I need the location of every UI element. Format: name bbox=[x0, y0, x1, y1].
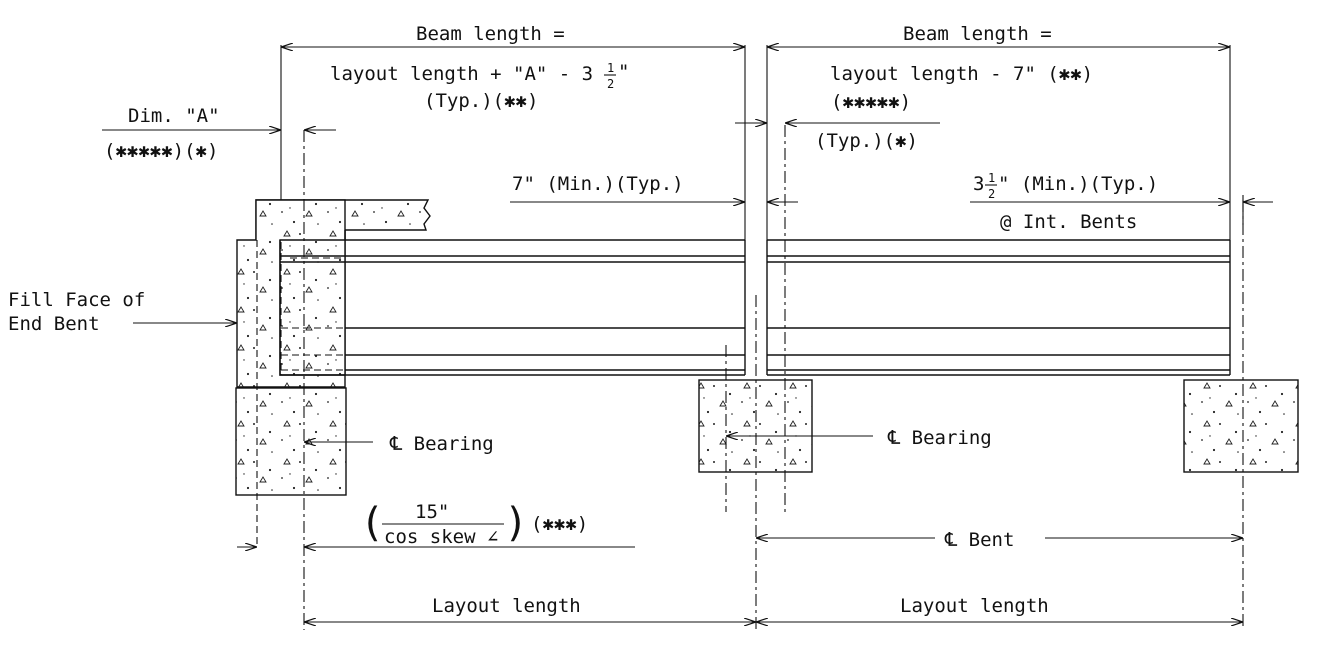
left-beam-length-line1: Beam length = bbox=[416, 23, 565, 45]
seven-min-label: 7" (Min.)(Typ.) bbox=[512, 173, 684, 195]
skew-denominator: cos skew ∠ bbox=[384, 526, 498, 548]
dim-a-callout: Dim. "A" (✱✱✱✱✱)(✱) bbox=[102, 105, 336, 162]
layout-length-right-dimension: Layout length bbox=[756, 595, 1243, 622]
far-bent-cap bbox=[1183, 379, 1299, 473]
left-frac-num: 1 bbox=[607, 61, 614, 75]
three-half-prefix: 3 bbox=[973, 173, 984, 195]
right-beam-length-line2: layout length - 7" (✱✱) bbox=[830, 63, 1093, 85]
skew-numerator: 15" bbox=[415, 501, 449, 523]
bent-label: ℄ Bent bbox=[944, 529, 1014, 551]
right-beam bbox=[766, 239, 1231, 376]
left-frac-unit: " bbox=[618, 61, 629, 83]
gap-callout: (✱✱✱✱✱) (Typ.)(✱) bbox=[735, 91, 940, 152]
skew-dimension: ( 15" cos skew ∠ ) (✱✱✱) bbox=[237, 500, 635, 548]
centerlines bbox=[303, 125, 1244, 630]
three-half-suffix: " (Min.)(Typ.) bbox=[998, 173, 1158, 195]
gap-note-top: (✱✱✱✱✱) bbox=[831, 91, 911, 113]
bearing-left-callout: ℄ Bearing bbox=[304, 433, 494, 455]
end-bent bbox=[235, 199, 431, 545]
int-bents-label: @ Int. Bents bbox=[1000, 211, 1137, 233]
bearing-left-label: ℄ Bearing bbox=[389, 433, 494, 455]
fill-face-callout: Fill Face of End Bent bbox=[8, 289, 237, 335]
dim-a-label: Dim. "A" bbox=[128, 105, 220, 127]
gap-note-bottom: (Typ.)(✱) bbox=[815, 130, 918, 152]
three-half-frac-den: 2 bbox=[988, 187, 995, 201]
left-beam-length-line2: layout length + "A" - 3 bbox=[330, 63, 593, 85]
left-beam bbox=[280, 239, 746, 376]
seven-inch-min-callout: 7" (Min.)(Typ.) bbox=[510, 173, 798, 202]
bearing-right-callout: ℄ Bearing bbox=[726, 427, 992, 449]
fill-face-line1: Fill Face of bbox=[8, 289, 145, 311]
layout-length-left-label: Layout length bbox=[432, 595, 581, 617]
left-beam-length-note: (Typ.)(✱✱) bbox=[424, 90, 538, 112]
left-beam-length-dimension: Beam length = layout length + "A" - 3 1 … bbox=[280, 23, 746, 240]
bent-dimension: ℄ Bent bbox=[756, 529, 1243, 551]
right-beam-length-line1: Beam length = bbox=[903, 23, 1052, 45]
fill-face-line2: End Bent bbox=[8, 313, 100, 335]
three-half-inch-callout: 3 1 2 " (Min.)(Typ.) @ Int. Bents bbox=[970, 171, 1273, 233]
layout-length-right-label: Layout length bbox=[900, 595, 1049, 617]
skew-paren-close: ) bbox=[504, 500, 528, 546]
skew-paren-open: ( bbox=[360, 500, 384, 546]
left-frac-den: 2 bbox=[607, 77, 614, 91]
bearing-right-label: ℄ Bearing bbox=[887, 427, 992, 449]
three-half-frac-num: 1 bbox=[988, 171, 995, 185]
right-beam-length-dimension: Beam length = layout length - 7" (✱✱) bbox=[766, 23, 1231, 240]
skew-note: (✱✱✱) bbox=[531, 513, 588, 535]
layout-length-left-dimension: Layout length bbox=[304, 595, 756, 622]
dim-a-note: (✱✱✱✱✱)(✱) bbox=[104, 140, 218, 162]
